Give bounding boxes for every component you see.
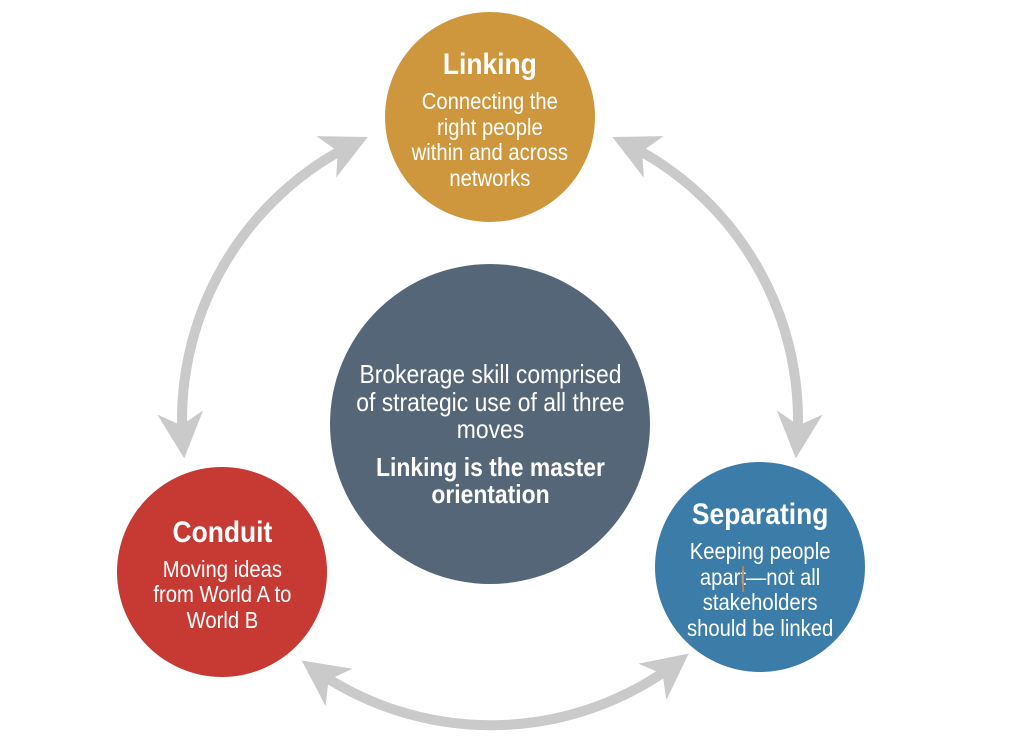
node-linking-desc-line: networks [449,165,531,191]
node-conduit-desc-line: Moving ideas [162,555,282,582]
center-text-line: of strategic use of all three [355,386,625,417]
node-conduit-desc-line: from World A to [153,581,291,608]
center-text-line: moves [456,414,524,445]
node-separating-desc-line: apart—not all [699,563,821,590]
center-emphasis-line: orientation [430,479,550,510]
node-separating: Separating Keeping people apart—not all … [655,462,865,672]
node-separating-desc-line: should be linked [686,615,834,641]
node-linking-title: Linking [443,48,537,82]
node-separating-title: Separating [691,498,829,532]
node-conduit: Conduit Moving ideas from World A to Wor… [117,467,327,677]
arrow-conduit-separating [301,653,689,731]
center-emphasis-line: Linking is the master [375,451,605,482]
arrow-linking-separating [612,136,823,459]
node-center-brokerage: Brokerage skill comprised of strategic u… [330,264,650,584]
node-linking: Linking Connecting the right people with… [385,12,595,222]
center-text-line: Brokerage skill comprised [359,359,621,390]
node-linking-desc-line: right people [437,113,543,140]
node-linking-desc-line: Connecting the [421,87,559,114]
node-separating-desc-line: Keeping people [689,537,831,564]
node-conduit-desc-line: World B [186,607,258,634]
arrow-linking-conduit [157,136,368,459]
node-conduit-title: Conduit [172,516,272,550]
text-cursor-artifact [742,566,744,592]
node-separating-desc-line: stakeholders [702,589,818,616]
node-linking-desc-line: within and across [411,139,569,166]
